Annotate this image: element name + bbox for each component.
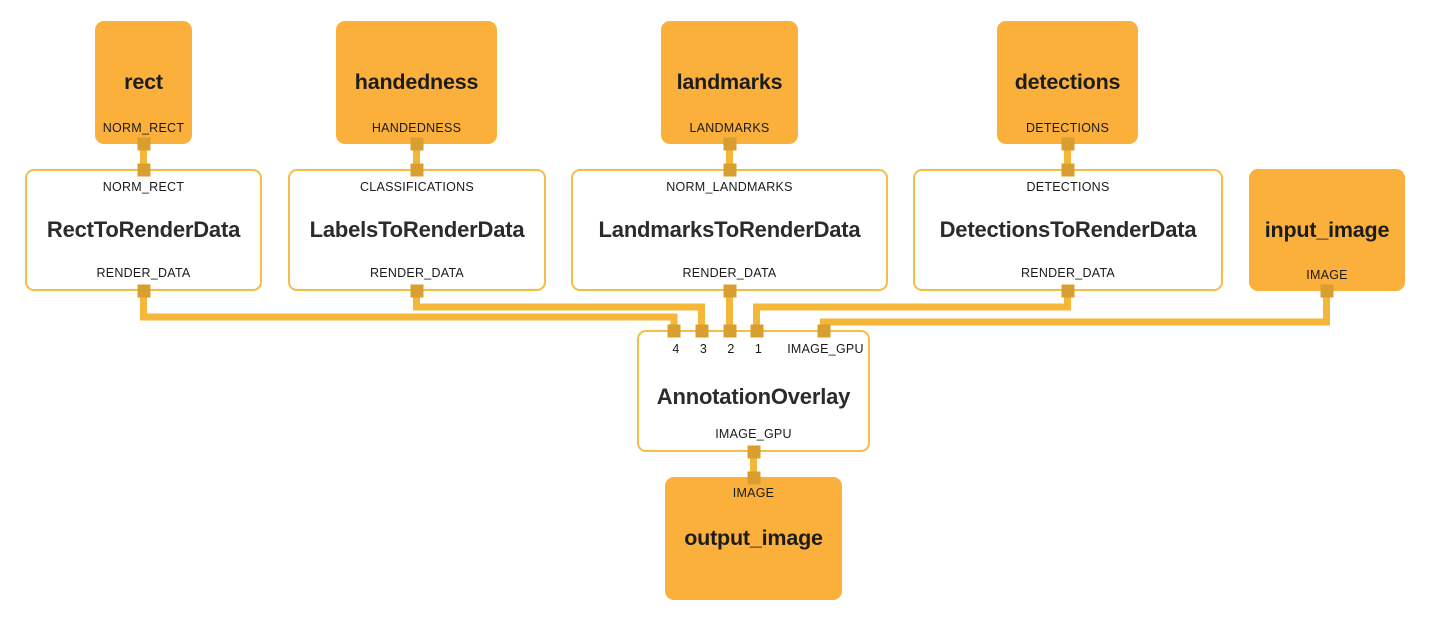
node-annotationoverlay-output-ports: IMAGE_GPU [639, 426, 868, 441]
node-landmarks-output-ports: LANDMARKS [661, 120, 798, 135]
port-label-render-data-lmtr: RENDER_DATA [682, 265, 777, 280]
edge-labelstorenderdata-to-overlay-3 [413, 291, 705, 331]
port-label-image-out: IMAGE [1306, 267, 1348, 282]
stud-overlay-in-2[interactable] [723, 324, 736, 338]
node-detections-title: detections [1014, 70, 1121, 95]
stud-detectionstorenderdata-in[interactable] [1061, 163, 1074, 177]
stud-detectionstorenderdata-out[interactable] [1061, 284, 1074, 298]
port-label-render-data-dtr: RENDER_DATA [1021, 265, 1115, 280]
port-label-detections: DETECTIONS [1025, 120, 1110, 135]
node-landmarks[interactable]: landmarks LANDMARKS [661, 21, 798, 144]
port-label-overlay-3: 3 [699, 342, 708, 356]
stud-landmarks-out[interactable] [723, 137, 736, 151]
node-labelstorenderdata-title: LabelsToRenderData [309, 217, 525, 243]
stud-labelstorenderdata-in[interactable] [410, 163, 423, 177]
port-label-overlay-2: 2 [727, 342, 735, 356]
port-label-handedness: HANDEDNESS [371, 120, 462, 135]
port-label-overlay-image-gpu: IMAGE_GPU [787, 342, 864, 356]
stud-landmarkstorenderdata-out[interactable] [723, 284, 736, 298]
node-output-image-input-ports: IMAGE [665, 487, 842, 500]
node-output-image-title: output_image [684, 526, 823, 551]
node-input-image-title: input_image [1264, 217, 1390, 242]
edge-detectionstorenderdata-to-overlay-1 [753, 291, 1071, 331]
edge-inputimage-to-overlay-imagegpu [820, 291, 1330, 331]
stud-overlay-in-4[interactable] [667, 324, 681, 338]
node-landmarkstorenderdata-output-ports: RENDER_DATA [573, 265, 886, 280]
port-label-overlay-out-image-gpu: IMAGE_GPU [715, 426, 792, 441]
node-detectionstorenderdata-input-ports: DETECTIONS [915, 181, 1221, 194]
node-recttorenderdata-title: RectToRenderData [46, 217, 241, 243]
node-detectionstorenderdata-title: DetectionsToRenderData [939, 217, 1197, 243]
node-detectionstorenderdata-output-ports: RENDER_DATA [915, 265, 1221, 280]
stud-inputimage-out[interactable] [1320, 284, 1333, 298]
node-landmarkstorenderdata-input-ports: NORM_LANDMARKS [573, 181, 886, 194]
edge-recttorenderdata-to-overlay-4 [140, 291, 678, 331]
stud-handedness-out[interactable] [410, 137, 423, 151]
port-label-image-in: IMAGE [732, 486, 775, 500]
stud-recttorenderdata-out[interactable] [137, 284, 150, 298]
stud-detections-out[interactable] [1061, 137, 1074, 151]
node-landmarks-title: landmarks [676, 70, 783, 95]
node-detections[interactable]: detections DETECTIONS [997, 21, 1138, 144]
node-labelstorenderdata-output-ports: RENDER_DATA [290, 265, 544, 280]
port-label-detections-in: DETECTIONS [1026, 180, 1110, 194]
node-landmarkstorenderdata[interactable]: NORM_LANDMARKS LandmarksToRenderData REN… [571, 169, 888, 291]
stud-overlay-out-image-gpu[interactable] [747, 445, 760, 459]
node-handedness-output-ports: HANDEDNESS [336, 120, 497, 135]
node-handedness[interactable]: handedness HANDEDNESS [336, 21, 497, 144]
node-recttorenderdata[interactable]: NORM_RECT RectToRenderData RENDER_DATA [25, 169, 262, 291]
stud-outputimage-in[interactable] [747, 471, 760, 485]
node-detections-output-ports: DETECTIONS [997, 120, 1138, 135]
node-labelstorenderdata-input-ports: CLASSIFICATIONS [290, 181, 544, 194]
node-input-image-output-ports: IMAGE [1249, 267, 1405, 282]
node-rect[interactable]: rect NORM_RECT [95, 21, 192, 144]
node-labelstorenderdata[interactable]: CLASSIFICATIONS LabelsToRenderData RENDE… [288, 169, 546, 291]
stud-landmarkstorenderdata-in[interactable] [723, 163, 736, 177]
stud-recttorenderdata-in[interactable] [137, 163, 150, 177]
node-recttorenderdata-output-ports: RENDER_DATA [27, 265, 260, 280]
stud-labelstorenderdata-out[interactable] [410, 284, 423, 298]
node-rect-title: rect [124, 70, 163, 95]
port-label-overlay-4: 4 [672, 342, 680, 356]
port-label-norm-rect-in: NORM_RECT [102, 180, 185, 194]
port-label-render-data-rtr: RENDER_DATA [96, 265, 191, 280]
node-landmarkstorenderdata-title: LandmarksToRenderData [598, 217, 861, 243]
node-annotationoverlay-title: AnnotationOverlay [656, 384, 851, 410]
port-label-render-data-ltr: RENDER_DATA [370, 265, 464, 280]
port-label-norm-rect: NORM_RECT [102, 120, 185, 135]
port-label-landmarks: LANDMARKS [689, 120, 770, 135]
node-output-image[interactable]: IMAGE output_image [665, 477, 842, 600]
node-annotationoverlay[interactable]: 4 3 2 1 IMAGE_GPU AnnotationOverlay IMAG… [637, 330, 870, 452]
port-label-overlay-1: 1 [754, 342, 763, 356]
node-recttorenderdata-input-ports: NORM_RECT [27, 181, 260, 194]
stud-overlay-in-3[interactable] [695, 324, 708, 338]
stud-rect-out[interactable] [137, 137, 150, 151]
port-label-classifications: CLASSIFICATIONS [360, 180, 474, 194]
stud-overlay-in-1[interactable] [750, 324, 763, 338]
node-rect-output-ports: NORM_RECT [95, 120, 192, 135]
port-label-norm-landmarks: NORM_LANDMARKS [666, 180, 793, 194]
node-input-image[interactable]: input_image IMAGE [1249, 169, 1405, 291]
stud-overlay-in-image-gpu[interactable] [817, 324, 830, 338]
node-annotationoverlay-input-ports: 4 3 2 1 IMAGE_GPU [639, 343, 868, 359]
node-detectionstorenderdata[interactable]: DETECTIONS DetectionsToRenderData RENDER… [913, 169, 1223, 291]
node-handedness-title: handedness [354, 70, 479, 95]
